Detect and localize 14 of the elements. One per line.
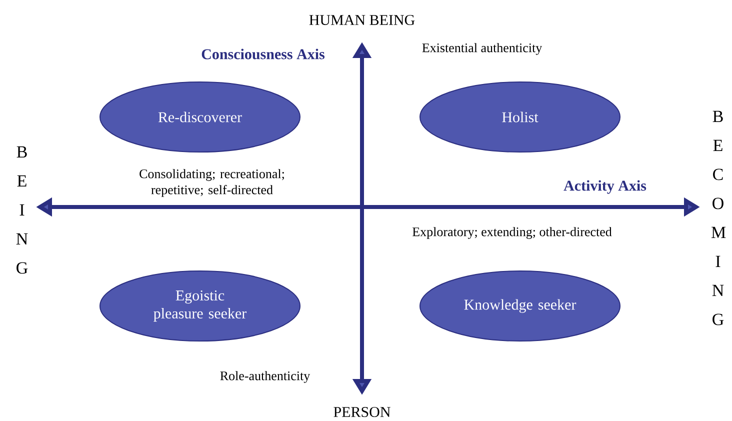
text-label: Existential authenticity bbox=[422, 43, 542, 55]
ellipse-node: Knowledge seeker bbox=[420, 270, 620, 342]
text-label: Exploratory; extending; other-directed bbox=[412, 227, 612, 239]
text-label: Consolidating; recreational; repetitive; self-directed bbox=[140, 169, 284, 197]
axis-end-label: BEING bbox=[16, 146, 28, 274]
ellipse-node: Egoistic pleasure seeker bbox=[100, 270, 300, 342]
axis-label: Activity Axis bbox=[564, 180, 646, 194]
axis-end-label: BECOMING bbox=[712, 110, 726, 326]
text-label: Role-authenticity bbox=[220, 371, 310, 383]
text-label: PERSON bbox=[334, 406, 390, 418]
axis-label: Consciousness Axis bbox=[202, 48, 325, 60]
ellipse-node: Re-discoverer bbox=[100, 82, 300, 152]
text-label: HUMAN BEING bbox=[309, 14, 415, 26]
ellipse-node: Holist bbox=[420, 82, 620, 152]
